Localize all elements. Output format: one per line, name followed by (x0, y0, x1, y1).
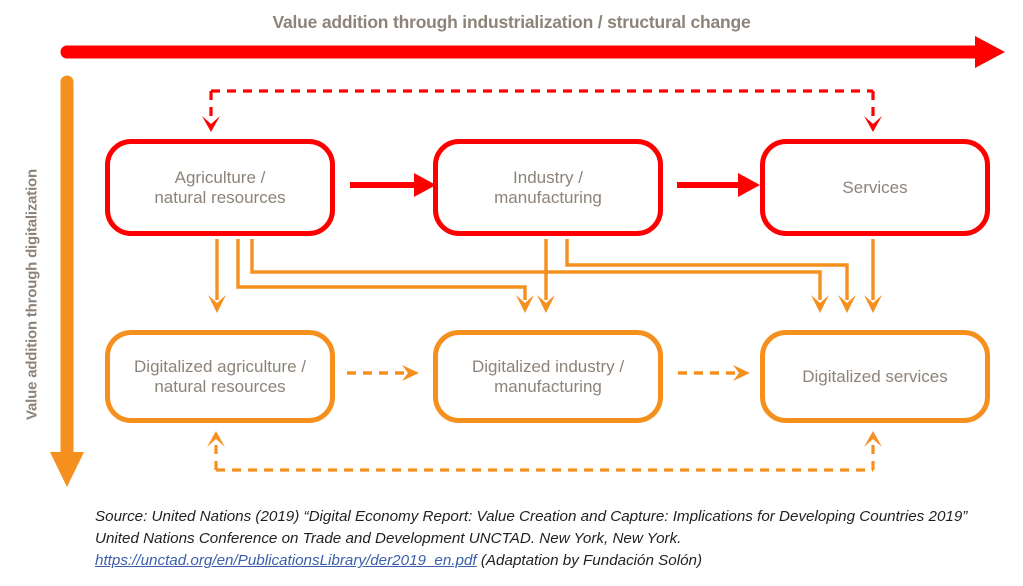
link-agri-to-dig-ind (236, 239, 527, 300)
vertical-links-arrowheads (208, 295, 882, 313)
node-agriculture[interactable]: Agriculture / natural resources (105, 139, 335, 236)
top-axis-arrow (60, 36, 1005, 68)
bottom-dashed-feedback-arrowheads (207, 431, 882, 447)
node-industry-label: Industry / manufacturing (494, 167, 602, 207)
node-digitalized-services-label: Digitalized services (802, 366, 948, 386)
node-services-label: Services (842, 177, 908, 197)
link-ind-to-dig-serv (565, 239, 849, 300)
top-dashed-feedback-arrowheads (202, 116, 882, 132)
node-industry[interactable]: Industry / manufacturing (433, 139, 663, 236)
node-digitalized-services[interactable]: Digitalized services (760, 330, 990, 423)
top-dashed-feedback (209, 89, 875, 118)
arrow-digagri-to-digind (347, 365, 419, 381)
source-citation: Source: United Nations (2019) “Digital E… (95, 506, 985, 573)
link-agri-to-dig-serv (250, 239, 822, 300)
arrow-industry-to-services (677, 173, 760, 197)
source-adaptation: (Adaptation by Fundación Solón) (476, 552, 703, 570)
arrow-agriculture-to-industry (350, 173, 436, 197)
arrow-digind-to-digserv (678, 365, 750, 381)
source-line-2: Countries 2019” United Nations Conferenc… (95, 508, 968, 548)
left-axis-title: Value addition through digitalization (23, 169, 41, 420)
source-line-1: Source: United Nations (2019) “Digital E… (95, 508, 856, 525)
node-digitalized-agriculture-label: Digitalized agriculture / natural resour… (134, 356, 306, 396)
node-digitalized-industry-label: Digitalized industry / manufacturing (471, 356, 625, 396)
left-axis-arrow (50, 75, 84, 487)
top-axis-title: Value addition through industrialization… (272, 12, 751, 32)
source-url-link[interactable]: https://unctad.org/en/PublicationsLibrar… (95, 552, 477, 570)
node-services[interactable]: Services (760, 139, 990, 236)
vertical-links-group (215, 239, 875, 300)
node-digitalized-industry[interactable]: Digitalized industry / manufacturing (433, 330, 663, 423)
node-agriculture-label: Agriculture / natural resources (154, 167, 286, 207)
node-digitalized-agriculture[interactable]: Digitalized agriculture / natural resour… (105, 330, 335, 423)
bottom-dashed-feedback (214, 445, 875, 472)
